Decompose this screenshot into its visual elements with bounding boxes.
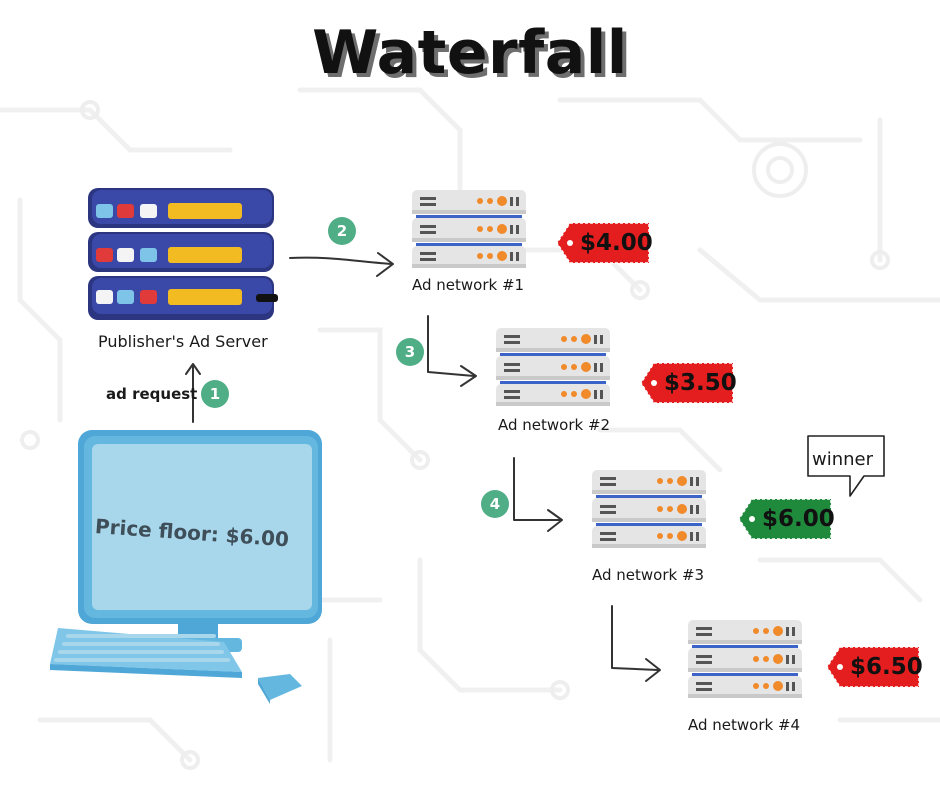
step-badge-1: 1 xyxy=(201,380,229,408)
winner-label: winner xyxy=(812,449,874,470)
ad-network-1-server-icon xyxy=(412,190,526,268)
ad-network-1-label: Ad network #1 xyxy=(412,276,525,294)
price-tag-4-text: $6.50 xyxy=(850,654,923,680)
step-badge-3: 3 xyxy=(396,338,424,366)
price-tag-3-text: $6.00 xyxy=(762,506,835,532)
price-tag-2: $3.50 xyxy=(640,362,737,404)
price-tag-4: $6.50 xyxy=(826,646,923,688)
arrow-step-4 xyxy=(513,457,561,521)
diagram-title: Waterfall xyxy=(312,18,628,88)
ad-network-4-server-icon xyxy=(688,620,802,698)
ad-network-3-server-icon xyxy=(592,470,706,548)
publisher-label: Publisher's Ad Server xyxy=(98,332,268,351)
price-tag-1-text: $4.00 xyxy=(580,230,653,256)
computer-monitor-icon xyxy=(50,430,322,704)
ad-network-2-server-icon xyxy=(496,328,610,406)
arrow-step-3 xyxy=(427,315,475,377)
step-badge-2: 2 xyxy=(328,217,356,245)
winner-speech-bubble-icon xyxy=(807,435,885,497)
price-tag-2-text: $3.50 xyxy=(664,370,737,396)
ad-network-4-label: Ad network #4 xyxy=(688,716,801,734)
ad-network-2-label: Ad network #2 xyxy=(498,416,611,434)
ad-request-label: ad request xyxy=(106,385,198,403)
step-badge-4: 4 xyxy=(481,490,509,518)
publisher-server-icon xyxy=(88,188,278,320)
arrow-step-5 xyxy=(611,605,659,671)
price-tag-1: $4.00 xyxy=(556,222,653,264)
ad-network-3-label: Ad network #3 xyxy=(592,566,705,584)
price-tag-3: $6.00 xyxy=(738,498,835,540)
arrow-step-2 xyxy=(289,256,393,265)
